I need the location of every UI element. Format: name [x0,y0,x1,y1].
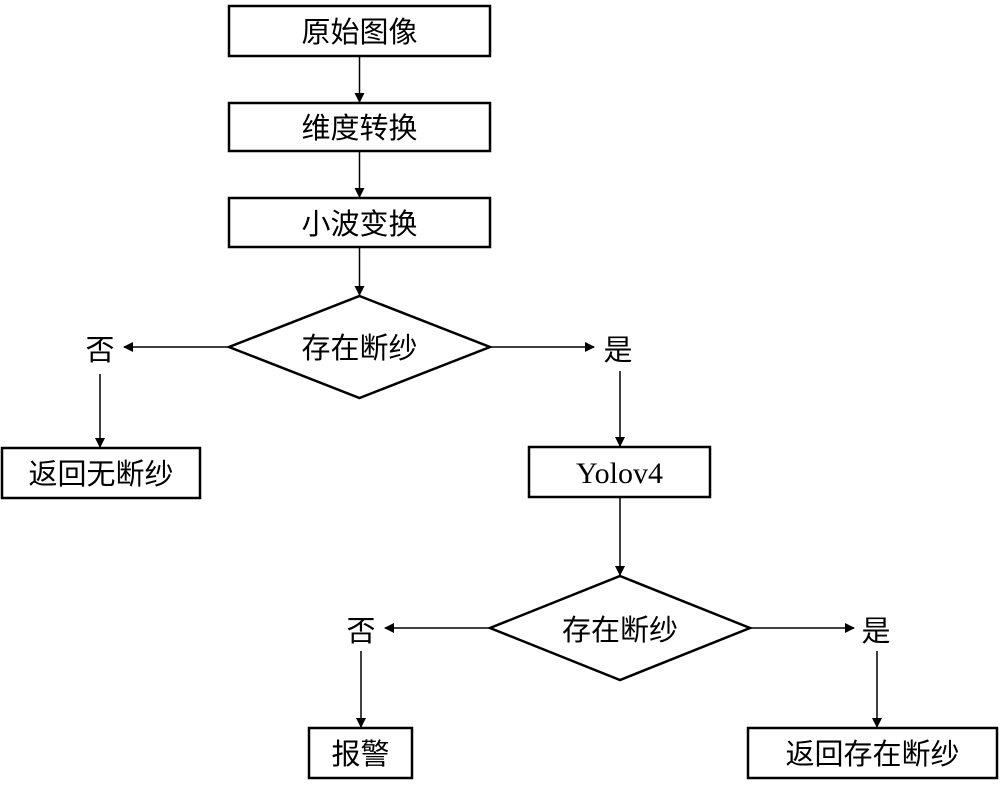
node-no-break-result-label: 返回无断纱 [28,457,173,491]
node-yolov4: Yolov4 [527,445,712,499]
decision-1-label: 存在断纱 [301,331,417,365]
node-wavelet-transform-label: 小波变换 [301,207,417,241]
node-dimension-transform-label: 维度转换 [301,111,417,145]
decision-2-no-label: 否 [346,614,375,648]
decision-1-no-label: 否 [85,333,114,367]
decision-2-label: 存在断纱 [562,613,678,647]
decision-1-yes-label: 是 [603,333,632,367]
node-original-image: 原始图像 [227,4,492,58]
node-alarm: 报警 [307,726,414,780]
node-dimension-transform: 维度转换 [227,101,492,153]
node-break-result-label: 返回存在断纱 [785,737,959,771]
node-wavelet-transform: 小波变换 [227,196,492,249]
node-original-image-label: 原始图像 [301,15,417,49]
decision-1: 存在断纱 [225,294,494,400]
decision-2: 存在断纱 [486,574,754,682]
node-alarm-label: 报警 [331,737,389,771]
node-no-break-result: 返回无断纱 [0,446,202,500]
decision-2-yes-label: 是 [861,614,890,648]
node-break-result: 返回存在断纱 [746,726,999,780]
node-yolov4-label: Yolov4 [576,457,663,490]
